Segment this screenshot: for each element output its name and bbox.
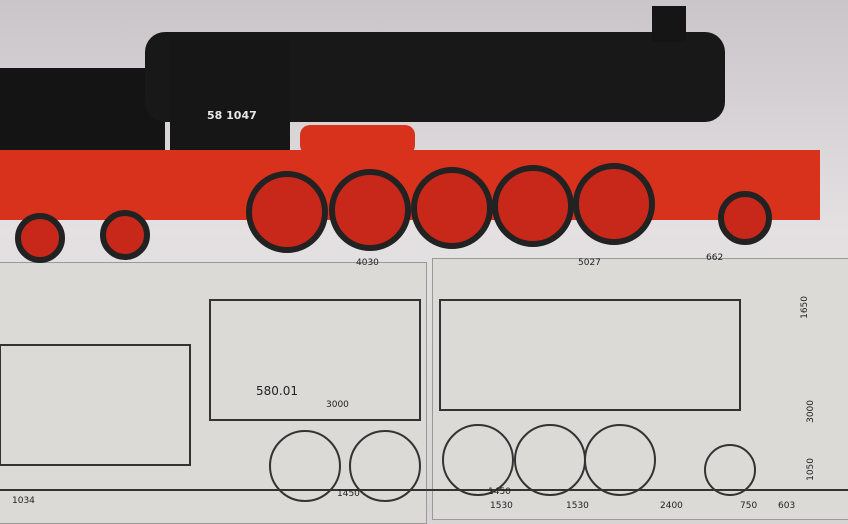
dim-wheel-left: 1450 <box>337 489 360 499</box>
dim-bottom: 1050 <box>806 458 816 481</box>
tank <box>300 125 415 155</box>
dim-spacing-5: 603 <box>778 501 796 511</box>
drawing-label: 580.01 <box>256 384 298 398</box>
dim-height-left: 3000 <box>326 400 349 410</box>
drawing-lines <box>0 299 848 502</box>
locomotive-number: 58 1047 <box>207 109 257 122</box>
chimney <box>652 6 686 42</box>
dim-spacing-1: 1530 <box>490 501 513 511</box>
dim-spacing-4: 750 <box>740 501 758 511</box>
locomotive-illustration <box>0 6 848 502</box>
dim-tender: 1034 <box>12 496 35 506</box>
dim-length-right: 5027 <box>578 258 601 268</box>
dim-height-right: 3000 <box>806 400 816 423</box>
cab <box>170 40 290 150</box>
drawing-sheet-left <box>0 262 427 524</box>
dim-spacing-3: 2400 <box>660 501 683 511</box>
dim-spacing-2: 1530 <box>566 501 589 511</box>
dim-length-left: 4030 <box>356 258 379 268</box>
dim-chimney: 662 <box>706 253 724 263</box>
wheels <box>15 163 772 263</box>
dim-top: 1650 <box>800 296 810 319</box>
dim-wheel-right: 1450 <box>488 487 511 497</box>
drawing-sheet-right <box>432 258 848 520</box>
